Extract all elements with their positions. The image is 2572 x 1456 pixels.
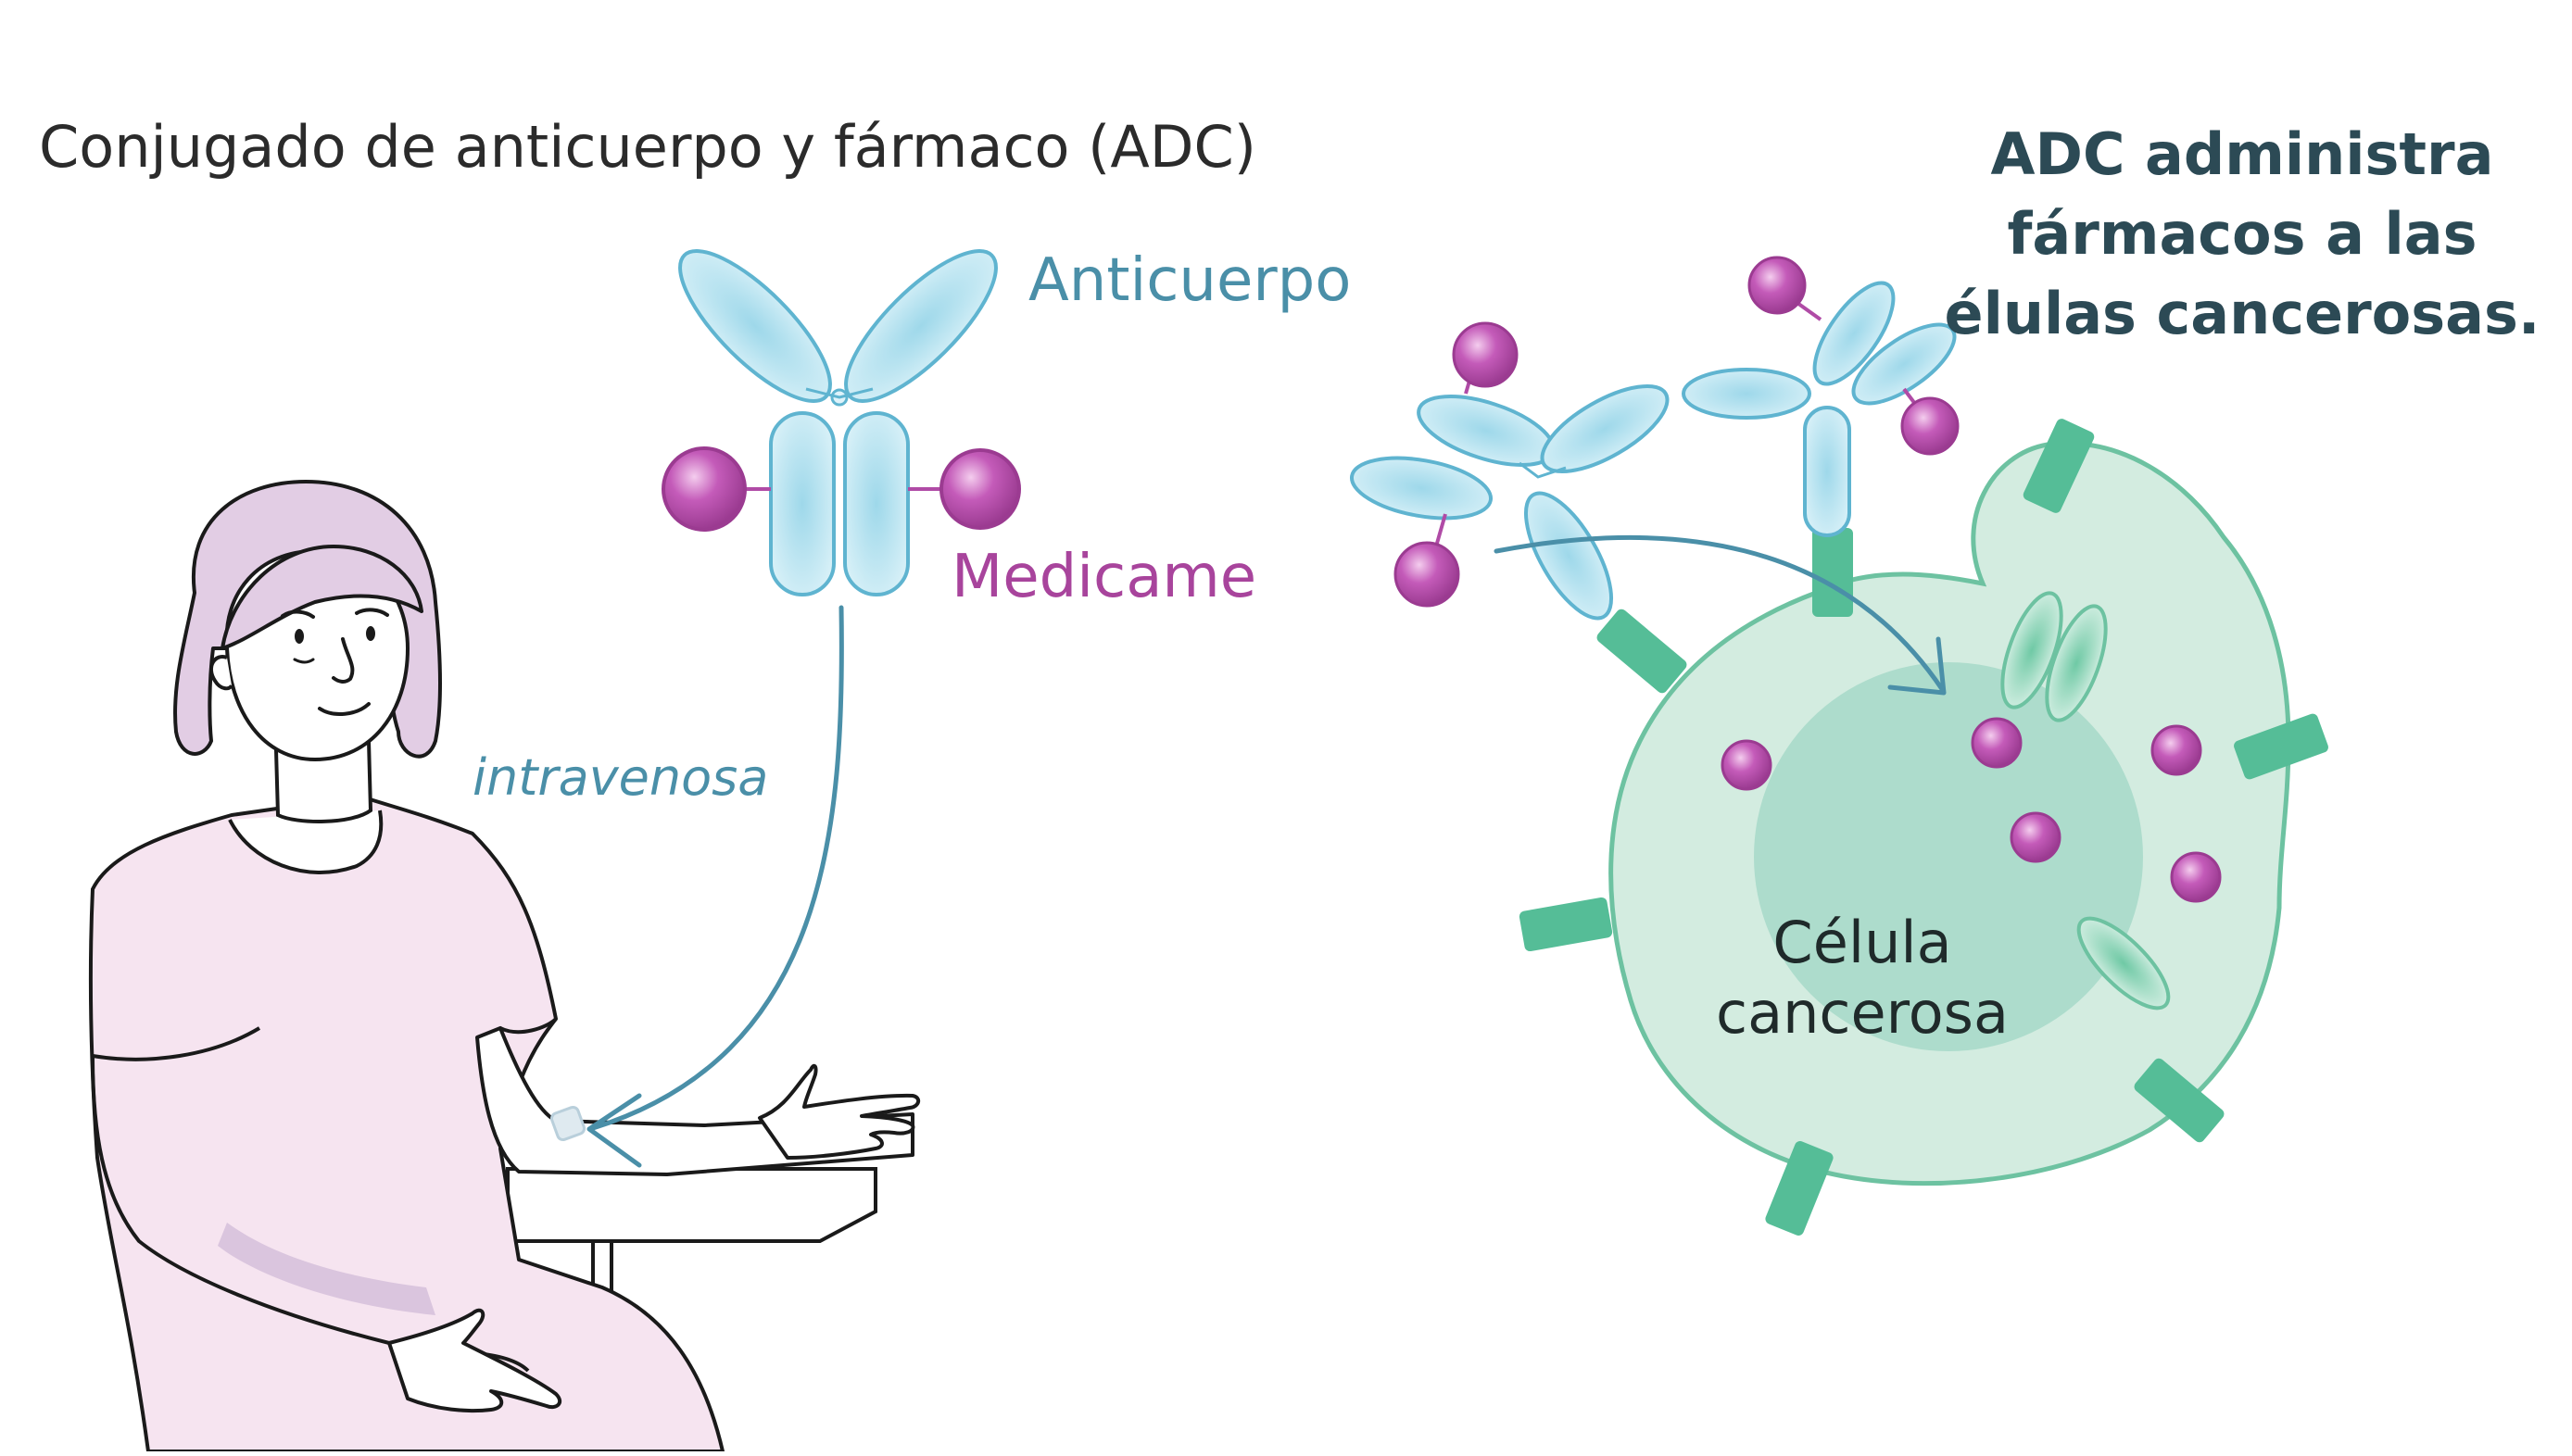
receptor <box>2234 713 2328 780</box>
patient-illustration <box>88 480 921 1453</box>
antibody-stem-right <box>843 411 910 596</box>
route-label: intravenosa <box>473 748 769 807</box>
drug-label: Medicame <box>952 543 1257 611</box>
headline-line-1: ADC administra <box>1990 120 2494 188</box>
antibody-stem-left <box>769 411 836 596</box>
bound-adc-top <box>1682 256 1960 537</box>
released-drug <box>1971 717 2023 769</box>
cell-label-line-1: Célula <box>1772 909 1952 976</box>
bound-adc-left <box>1349 321 1670 621</box>
receptor <box>2023 419 2095 513</box>
drug-payload-left <box>662 446 747 532</box>
receptor <box>1596 609 1687 694</box>
receptor <box>1812 528 1853 617</box>
released-drug <box>2010 811 2061 863</box>
headline-line-2: fármacos a las <box>2007 200 2477 268</box>
receptor <box>1765 1141 1834 1236</box>
cell-label: Célula cancerosa <box>1668 908 2057 1048</box>
patient-dress <box>88 795 725 1453</box>
antibody-drug-conjugate-icon <box>662 249 1021 596</box>
released-drug <box>2170 851 2222 903</box>
drug-payload-right <box>939 448 1021 530</box>
headline: ADC administra fármacos a las élulas can… <box>1936 115 2548 354</box>
cell-label-line-2: cancerosa <box>1716 979 2009 1047</box>
receptor <box>2134 1058 2225 1143</box>
entry-arrow <box>1494 534 1945 692</box>
cell-nucleus <box>1754 662 2143 1051</box>
patient-right-hand <box>758 1063 921 1160</box>
iv-arrow <box>590 605 844 1131</box>
headline-line-3: élulas cancerosas. <box>1944 280 2540 347</box>
released-drug <box>2150 724 2202 776</box>
patient-left-hand <box>387 1308 562 1413</box>
cancer-cell-icon <box>1519 419 2328 1236</box>
antibody-arm-right <box>844 249 998 403</box>
diagram-title: Conjugado de anticuerpo y fármaco (ADC) <box>39 113 1256 181</box>
released-drug <box>1721 739 1772 791</box>
antibody-arm-left <box>678 249 832 403</box>
receptor <box>1519 897 1613 952</box>
antibody-label: Anticuerpo <box>1028 246 1352 315</box>
